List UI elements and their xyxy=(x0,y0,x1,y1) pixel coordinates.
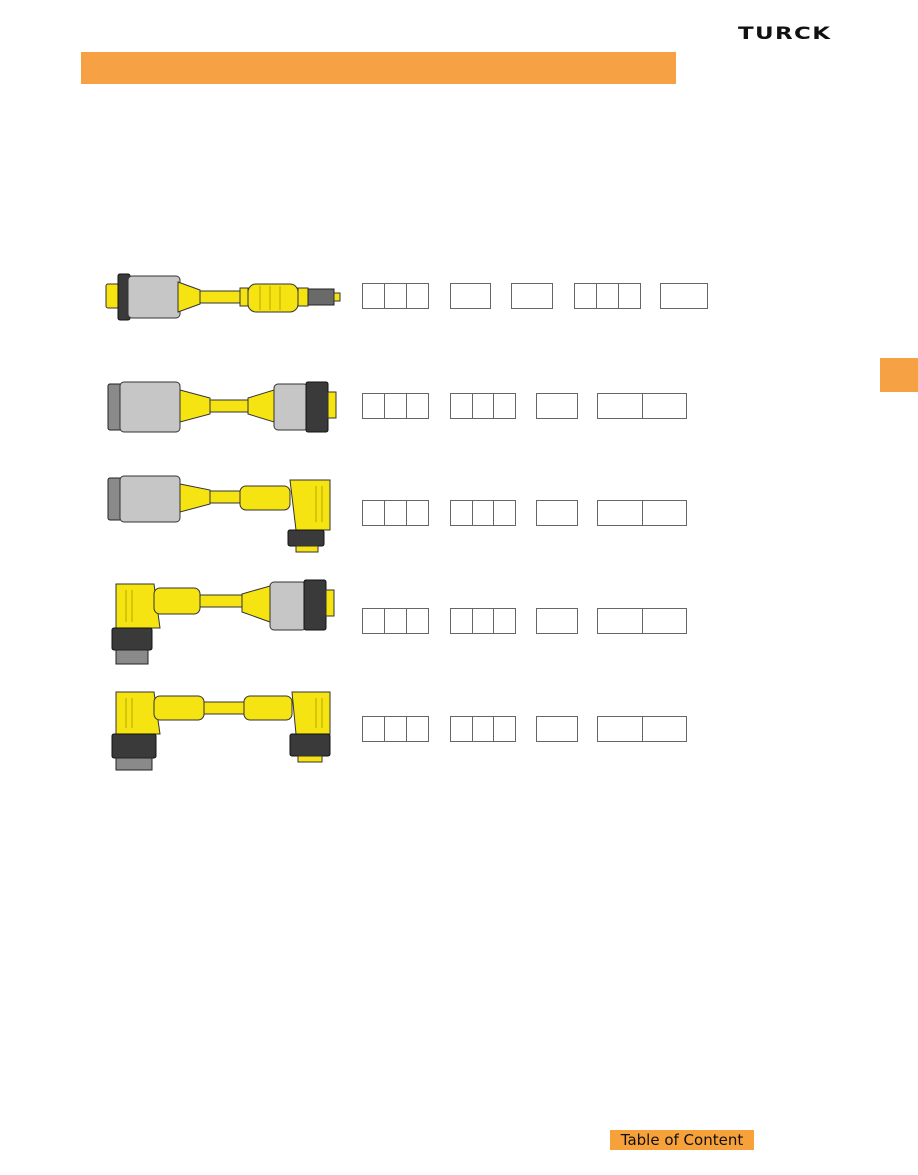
code-box xyxy=(450,716,516,742)
cordset-drawing xyxy=(111,579,335,665)
turck-logo: TURCK xyxy=(738,24,832,44)
code-box xyxy=(362,608,429,634)
header-bar xyxy=(81,52,676,84)
code-box xyxy=(536,393,578,419)
cordset-row xyxy=(100,378,800,458)
code-box xyxy=(450,500,516,526)
cordset-drawing xyxy=(111,691,331,771)
code-box xyxy=(597,500,687,526)
code-box xyxy=(536,608,578,634)
cordset-row xyxy=(100,474,800,554)
cordset-row xyxy=(100,268,800,348)
code-box xyxy=(511,283,553,309)
code-box xyxy=(597,393,687,419)
code-box xyxy=(450,283,491,309)
code-box xyxy=(574,283,641,309)
code-box xyxy=(660,283,708,309)
code-box xyxy=(450,608,516,634)
code-box xyxy=(362,500,429,526)
code-box xyxy=(362,283,429,309)
code-box xyxy=(597,608,687,634)
cordset-drawing xyxy=(107,475,331,553)
code-box xyxy=(536,716,578,742)
code-box xyxy=(597,716,687,742)
code-box xyxy=(536,500,578,526)
code-box xyxy=(362,393,429,419)
cordset-row xyxy=(100,578,800,665)
cordset-row xyxy=(100,688,800,771)
side-tab[interactable] xyxy=(880,358,918,392)
code-box xyxy=(362,716,429,742)
table-of-content-button[interactable]: Table of Content xyxy=(610,1130,754,1150)
cordset-drawing xyxy=(105,273,341,321)
code-box xyxy=(450,393,516,419)
cordset-drawing xyxy=(107,381,337,433)
